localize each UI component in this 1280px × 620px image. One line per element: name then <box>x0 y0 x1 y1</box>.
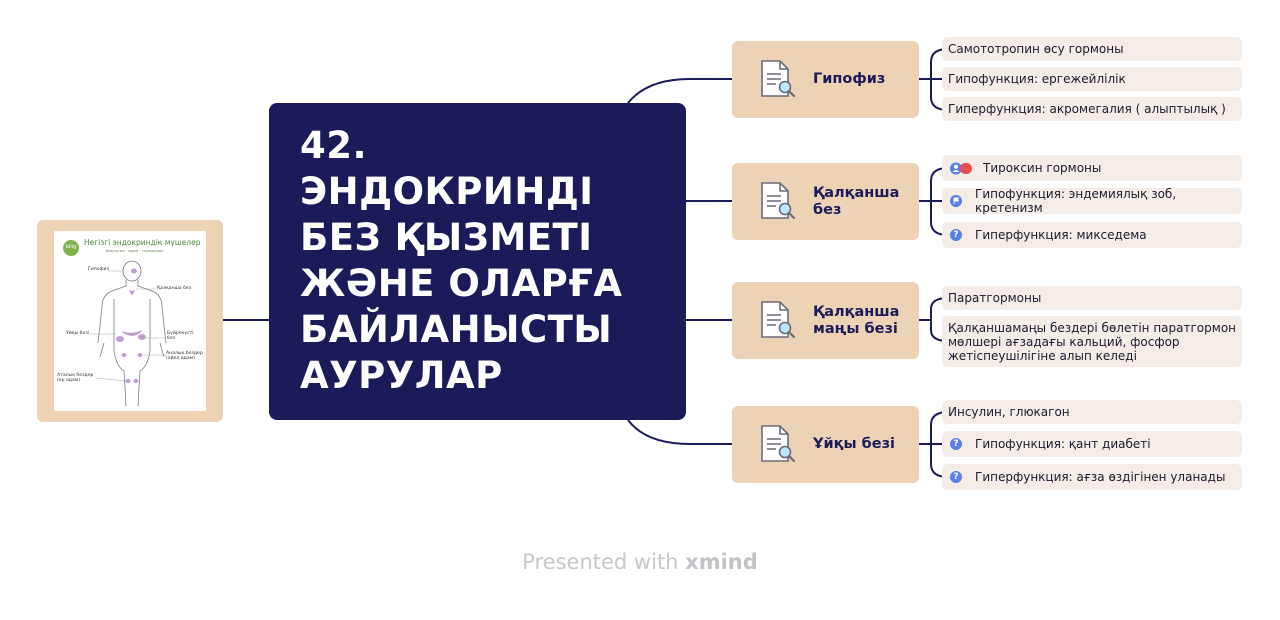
person-pair-icon <box>950 162 972 174</box>
illustration-title: Негізгі эндокриндік мүшелер <box>84 238 201 247</box>
illustration-subtitle: биология · адам · гормондар <box>106 248 164 253</box>
connector-central-branch-4 <box>627 419 732 445</box>
label-thymus: Ұйқы безі <box>66 331 90 336</box>
presented-with-footer: Presented with xmind <box>0 550 1280 574</box>
subtopic-somatotropin[interactable]: Самототропин өсу гормоны <box>942 37 1242 61</box>
endocrine-organs-illustration: bilig Негізгі эндокриндік мүшелер биолог… <box>54 231 206 411</box>
question-icon: ? <box>950 438 962 450</box>
branch-pancreas[interactable]: Ұйқы безі <box>732 406 919 483</box>
branch-label: Гипофиз <box>813 71 886 87</box>
central-topic-title: 42. ЭНДОКРИНДІ БЕЗ ҚЫЗМЕТІ ЖӘНЕ ОЛАРҒА Б… <box>300 124 623 397</box>
connector-central-branch-1 <box>627 78 732 104</box>
subtopic-label: Қалқаншамаңы бездері бөлетін паратгормон… <box>948 320 1236 363</box>
xmind-brand: xmind <box>685 550 758 574</box>
label-ovary: Аналық бездер (әйел адам) <box>166 351 203 361</box>
subtopic-label: Паратгормоны <box>948 291 1042 305</box>
flag-icon <box>950 195 962 207</box>
document-search-icon <box>761 301 796 339</box>
subtopic-label: Гипофункция: ергежейлілік <box>948 72 1126 86</box>
subtopic-label: Гиперфункция: ағза өздігінен уланады <box>975 470 1226 484</box>
document-search-icon <box>761 60 796 98</box>
label-hypophysis: Гипофиз <box>88 267 109 272</box>
bilig-logo-icon: bilig <box>63 240 79 256</box>
question-icon: ? <box>950 471 962 483</box>
subtopic-parathormone[interactable]: Паратгормоны <box>942 286 1242 310</box>
branch-label: Қалқанша маңы безі <box>813 303 900 337</box>
subtopic-hypofunction[interactable]: Гипофункция: эндемиялық зоб, кретенизм <box>942 187 1242 215</box>
subtopic-label: Гиперфункция: акромегалия ( алыптылық ) <box>948 102 1226 116</box>
branch-label: Ұйқы безі <box>813 436 896 452</box>
human-body-icon <box>90 260 167 407</box>
subtopic-hypofunction[interactable]: Гипофункция: ергежейлілік <box>942 67 1242 91</box>
branch-parathyroid[interactable]: Қалқанша маңы безі <box>732 282 919 359</box>
subtopic-label: Тироксин гормоны <box>983 161 1102 175</box>
label-thyroid: Қалқанша без <box>157 286 192 291</box>
image-topic[interactable]: bilig Негізгі эндокриндік мүшелер биолог… <box>37 220 223 422</box>
branch-thyroid[interactable]: Қалқанша без <box>732 163 919 240</box>
subtopic-label: Гипофункция: қант диабеті <box>975 437 1151 451</box>
label-adrenal: Бүйрекүсті без <box>167 331 194 341</box>
label-testes: Аталық бездер (ер адам) <box>57 373 94 383</box>
subtopic-parathormone-effect[interactable]: Қалқаншамаңы бездері бөлетін паратгормон… <box>942 316 1242 367</box>
subtopic-label: Гиперфункция: микседема <box>975 228 1147 242</box>
subtopic-label: Самототропин өсу гормоны <box>948 42 1124 56</box>
subtopic-hypofunction[interactable]: ? Гипофункция: қант диабеті <box>942 431 1242 457</box>
subtopic-hyperfunction[interactable]: Гиперфункция: акромегалия ( алыптылық ) <box>942 97 1242 121</box>
subtopic-hyperfunction[interactable]: ? Гиперфункция: ағза өздігінен уланады <box>942 464 1242 490</box>
subtopic-thyroxine[interactable]: Тироксин гормоны <box>942 155 1242 181</box>
document-search-icon <box>761 182 796 220</box>
branch-label: Қалқанша без <box>813 184 900 218</box>
question-icon: ? <box>950 229 962 241</box>
footer-prefix: Presented with <box>522 550 686 574</box>
central-topic[interactable]: 42. ЭНДОКРИНДІ БЕЗ ҚЫЗМЕТІ ЖӘНЕ ОЛАРҒА Б… <box>269 103 686 420</box>
subtopic-label: Гипофункция: эндемиялық зоб, кретенизм <box>975 187 1177 215</box>
branch-hypophysis[interactable]: Гипофиз <box>732 41 919 118</box>
subtopic-insulin[interactable]: Инсулин, глюкагон <box>942 400 1242 424</box>
subtopic-label: Инсулин, глюкагон <box>948 405 1070 419</box>
document-search-icon <box>761 425 796 463</box>
subtopic-hyperfunction[interactable]: ? Гиперфункция: микседема <box>942 222 1242 248</box>
